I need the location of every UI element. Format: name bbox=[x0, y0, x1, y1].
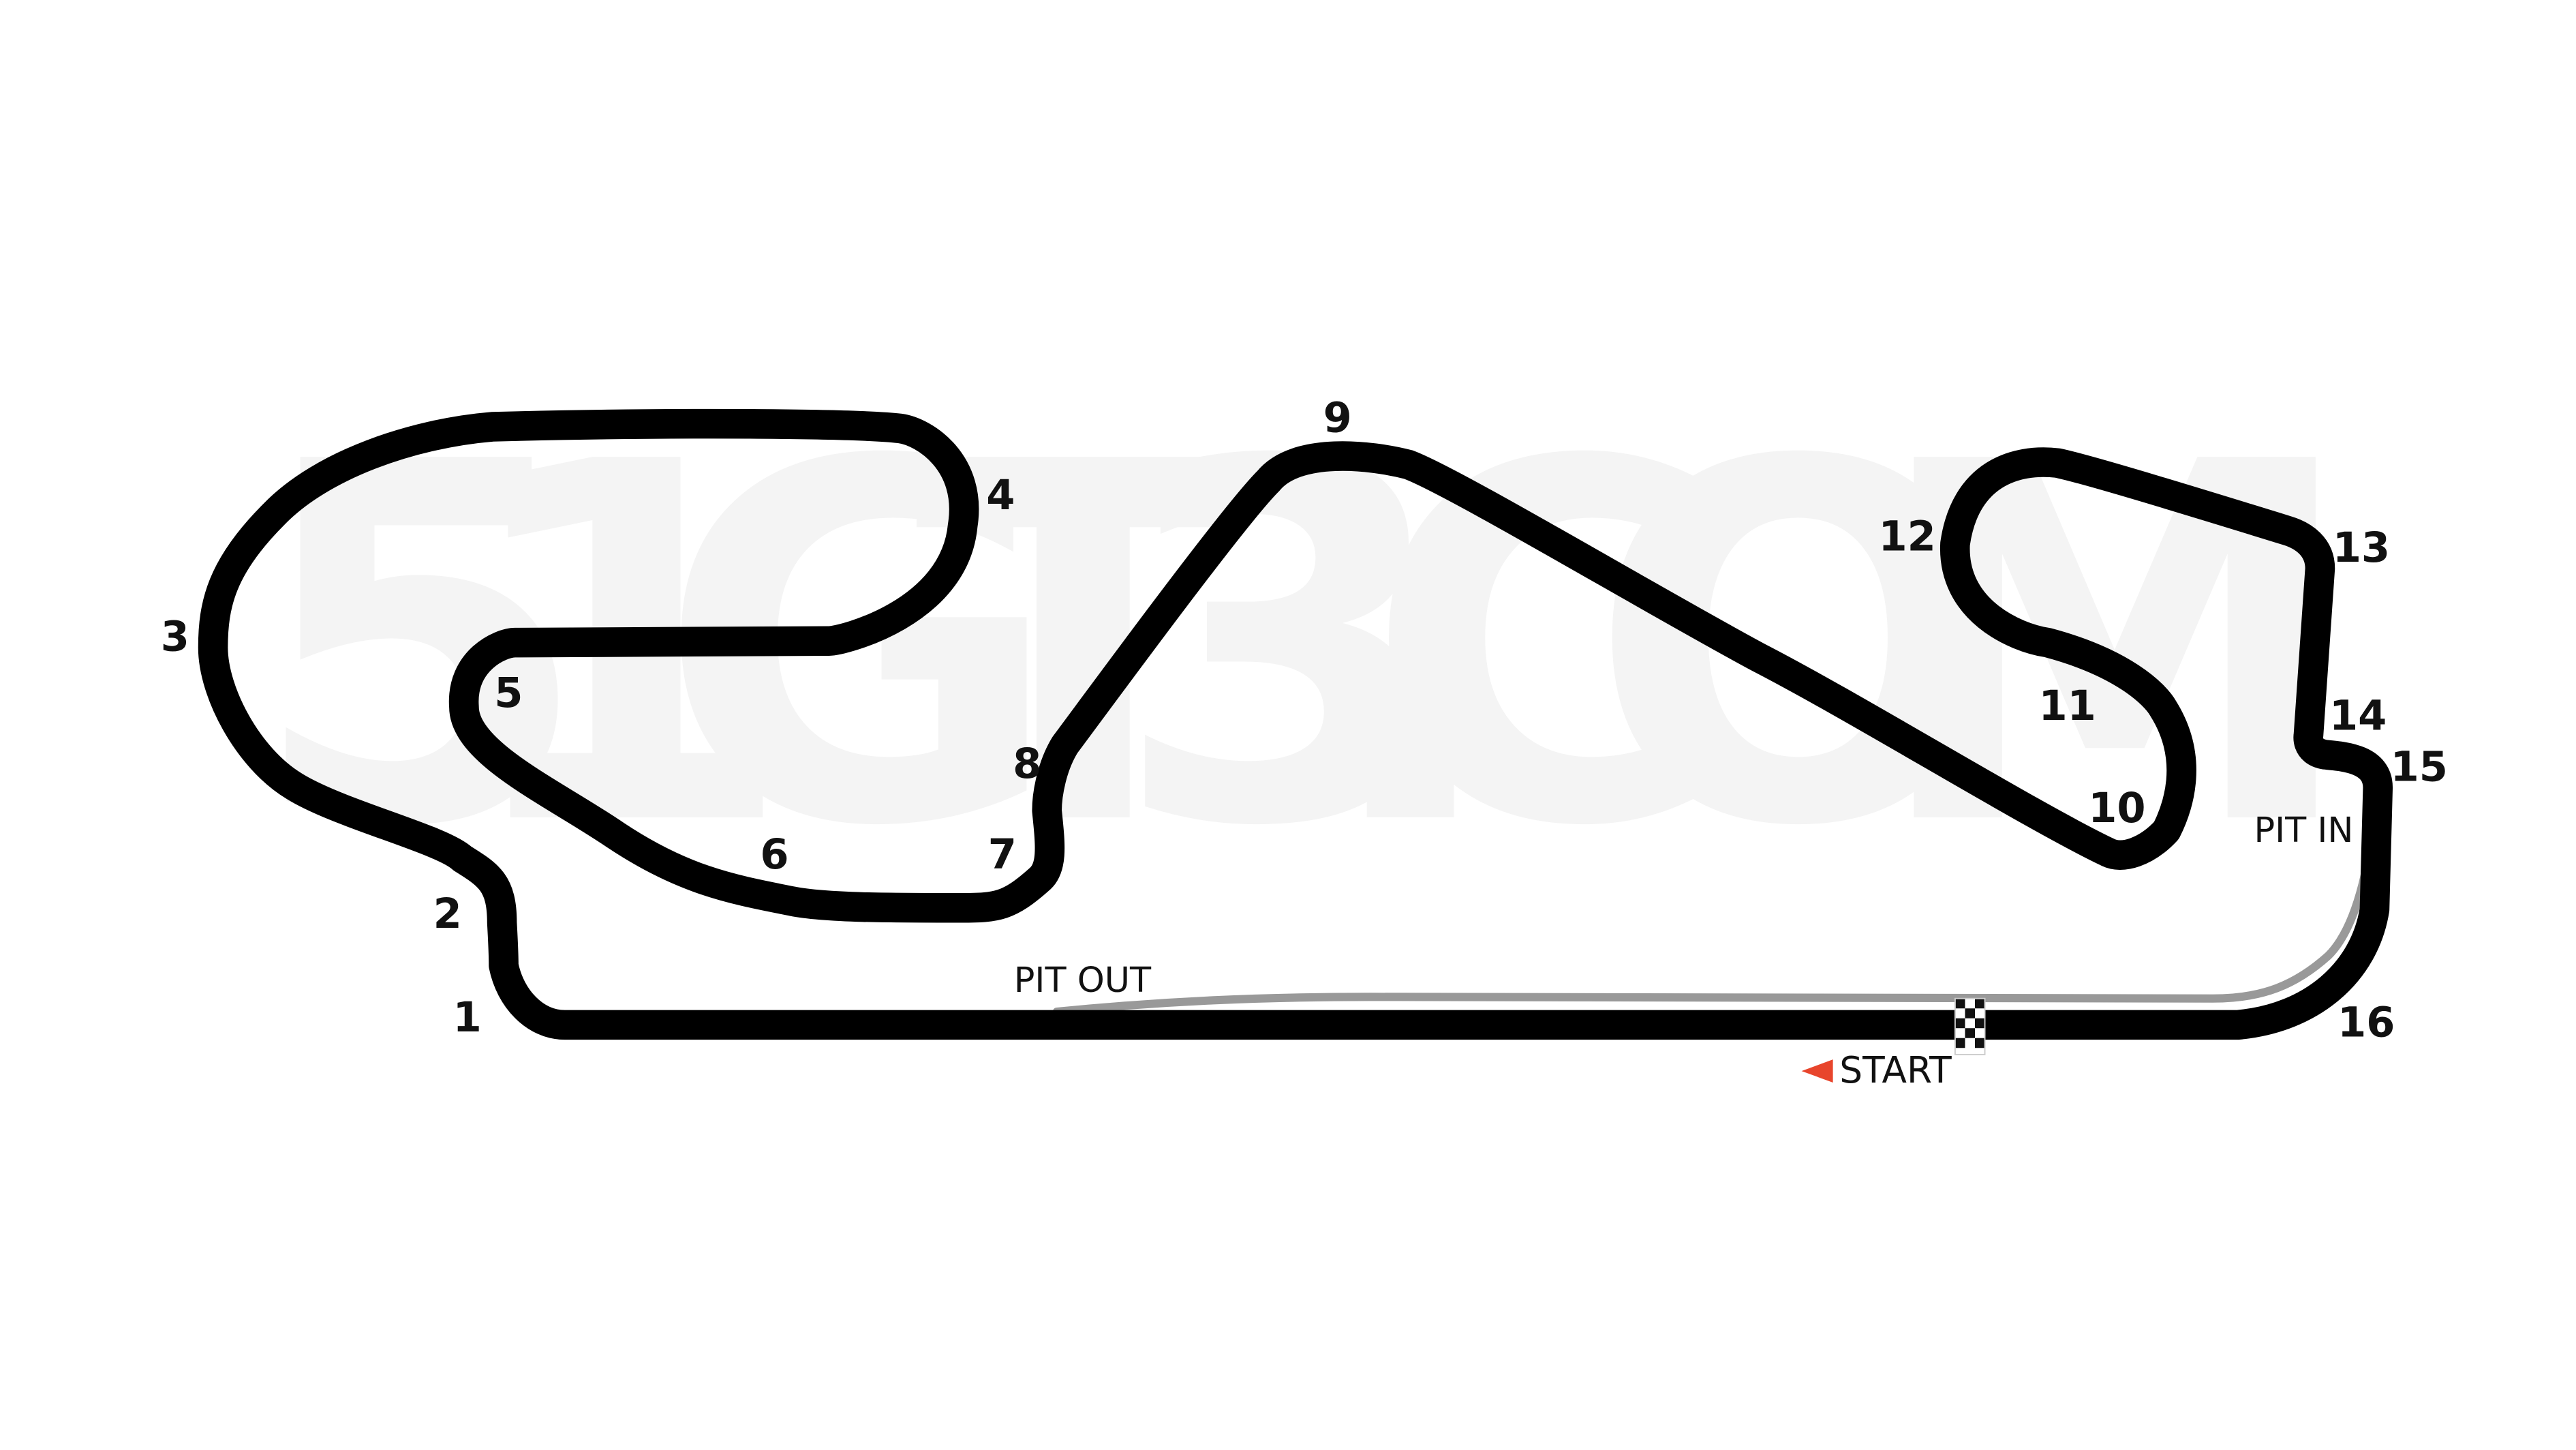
turn-15-label: 15 bbox=[2391, 744, 2448, 791]
turn-11-label: 11 bbox=[2039, 682, 2096, 730]
race-track bbox=[198, 408, 2393, 1040]
turn-3-label: 3 bbox=[161, 614, 189, 661]
pit-in-label: PIT IN bbox=[2254, 810, 2354, 850]
pit-out-label: PIT OUT bbox=[1014, 960, 1152, 1000]
start-label: START bbox=[1839, 1049, 1952, 1091]
turn-1-label: 1 bbox=[453, 994, 482, 1042]
turn-12-label: 12 bbox=[1879, 513, 1936, 560]
turn-16-label: 16 bbox=[2337, 999, 2395, 1046]
turn-14-label: 14 bbox=[2329, 693, 2387, 740]
turn-4-label: 4 bbox=[986, 472, 1015, 519]
turn-13-label: 13 bbox=[2333, 524, 2390, 572]
turn-9-label: 9 bbox=[1323, 394, 1352, 442]
turn-8-label: 8 bbox=[1013, 740, 1041, 788]
turn-7-label: 7 bbox=[988, 831, 1017, 879]
start-finish-line bbox=[1954, 997, 1986, 1055]
turn-5-label: 5 bbox=[494, 669, 523, 717]
turn-2-label: 2 bbox=[433, 890, 462, 938]
turn-6-label: 6 bbox=[760, 831, 788, 879]
turn-10-label: 10 bbox=[2088, 785, 2145, 832]
start-arrow-icon bbox=[1801, 1059, 1833, 1083]
